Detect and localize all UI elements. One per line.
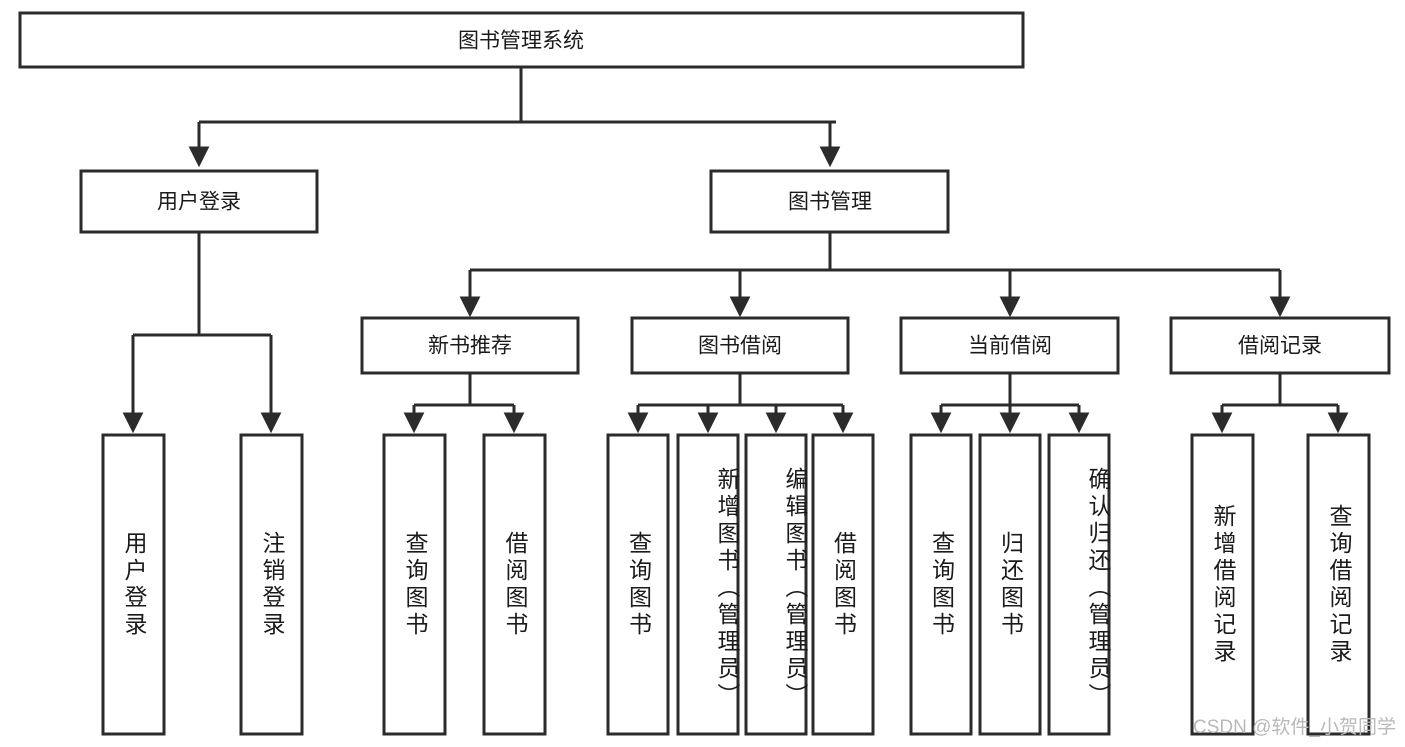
node-new-book-recommend[interactable]: 新书推荐 (360, 316, 580, 375)
leaf-box-current-borrow-1[interactable] (909, 433, 973, 736)
node-root-label: 图书管理系统 (458, 30, 584, 53)
leaf-box-current-borrow-3[interactable] (1047, 433, 1111, 736)
leaf-box-book-borrow-3[interactable] (744, 433, 808, 736)
node-current-borrow-label: 当前借阅 (968, 335, 1052, 358)
connector-root-to-level2 (188, 67, 841, 168)
node-book-management[interactable]: 图书管理 (709, 169, 950, 234)
connector-bookborrow-to-leaves (627, 373, 854, 434)
node-root[interactable]: 图书管理系统 (18, 11, 1025, 69)
node-book-borrow-label: 图书借阅 (698, 335, 782, 358)
leaf-box-book-borrow-4[interactable] (811, 433, 875, 736)
node-user-login[interactable]: 用户登录 (79, 169, 319, 234)
connector-currentborrow-to-leaves (930, 373, 1090, 434)
node-borrow-record[interactable]: 借阅记录 (1169, 316, 1391, 375)
leaf-box-current-borrow-2[interactable] (978, 433, 1042, 736)
leaf-box-user-login-1[interactable] (101, 433, 166, 736)
node-new-book-recommend-label: 新书推荐 (428, 335, 512, 358)
leaf-box-new-book-1[interactable] (382, 433, 447, 736)
connector-bookmgmt-to-level3 (459, 232, 1291, 318)
leaf-box-user-login-2[interactable] (239, 433, 304, 736)
connector-userlogin-to-leaves (122, 232, 282, 434)
connector-borrowrecord-to-leaves (1211, 373, 1349, 434)
node-user-login-label: 用户登录 (157, 191, 241, 214)
leaf-box-borrow-record-2[interactable] (1306, 433, 1371, 736)
connector-newbook-to-leaves (403, 373, 525, 434)
node-book-borrow[interactable]: 图书借阅 (630, 316, 850, 375)
node-borrow-record-label: 借阅记录 (1238, 335, 1322, 358)
leaf-box-new-book-2[interactable] (482, 433, 547, 736)
leaf-box-borrow-record-1[interactable] (1190, 433, 1255, 736)
leaf-box-book-borrow-1[interactable] (606, 433, 670, 736)
node-book-management-label: 图书管理 (788, 191, 872, 214)
node-current-borrow[interactable]: 当前借阅 (899, 316, 1120, 375)
watermark-text: CSDN @软件_小贺同学 (1193, 717, 1396, 738)
leaf-box-book-borrow-2[interactable] (676, 433, 740, 736)
